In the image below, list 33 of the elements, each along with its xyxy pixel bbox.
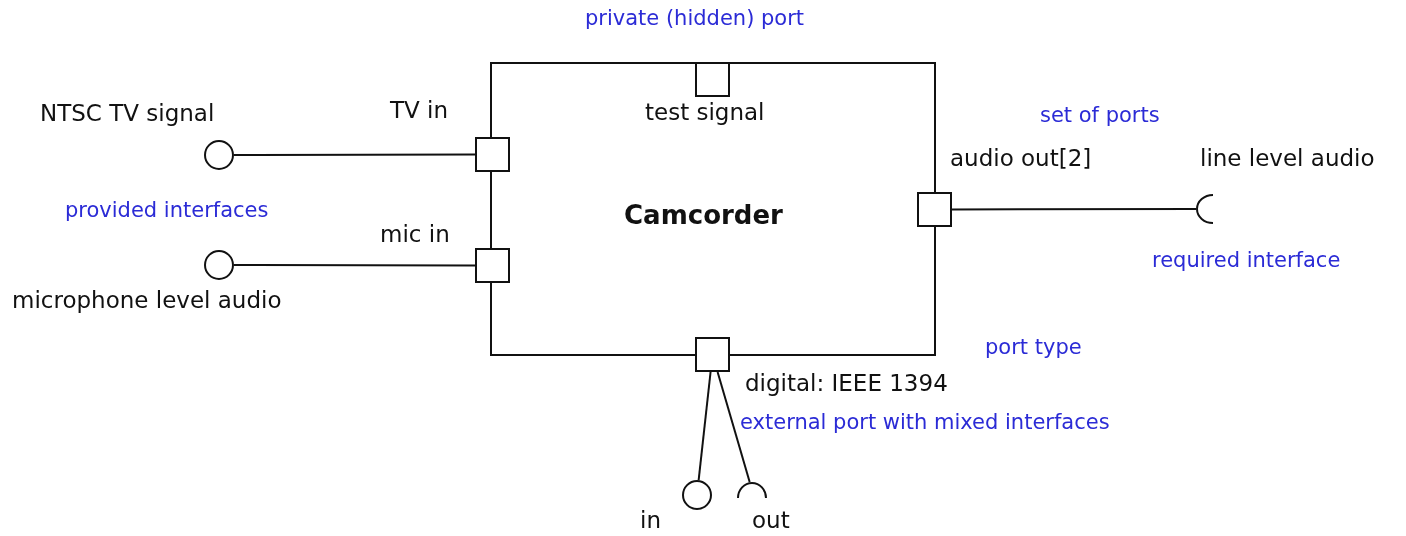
provided-interface-circle [204,250,234,280]
interface-label: out [752,507,790,535]
connector-line [716,371,751,483]
connector-line [233,264,476,267]
required-interface-socket [1196,194,1213,224]
annotation-text: port type [985,335,1082,361]
port-square [475,137,510,172]
port-square [475,248,510,283]
connector-line [233,153,476,156]
annotation-text: external port with mixed interfaces [740,410,1110,436]
annotation-text: provided interfaces [65,198,269,224]
provided-interface-circle [204,140,234,170]
port-square [695,62,730,97]
port-square [695,337,730,372]
port-label: mic in [380,221,450,249]
required-interface-socket [737,482,767,498]
port-square [917,192,952,227]
interface-label: NTSC TV signal [40,100,215,128]
port-label: digital: IEEE 1394 [745,370,948,398]
port-label: audio out[2] [950,145,1092,173]
connector-line [951,208,1197,211]
annotation-text: private (hidden) port [585,6,805,32]
annotation-text: set of ports [1040,103,1160,129]
connector-line [697,371,712,482]
port-label: TV in [390,97,449,125]
interface-label: line level audio [1200,145,1375,173]
component-box [490,62,936,356]
interface-label: microphone level audio [12,287,282,315]
interface-label: in [640,507,661,535]
provided-interface-circle [682,480,712,510]
component-name: Camcorder [624,200,783,230]
annotation-text: required interface [1152,248,1341,274]
port-label: test signal [645,99,765,127]
